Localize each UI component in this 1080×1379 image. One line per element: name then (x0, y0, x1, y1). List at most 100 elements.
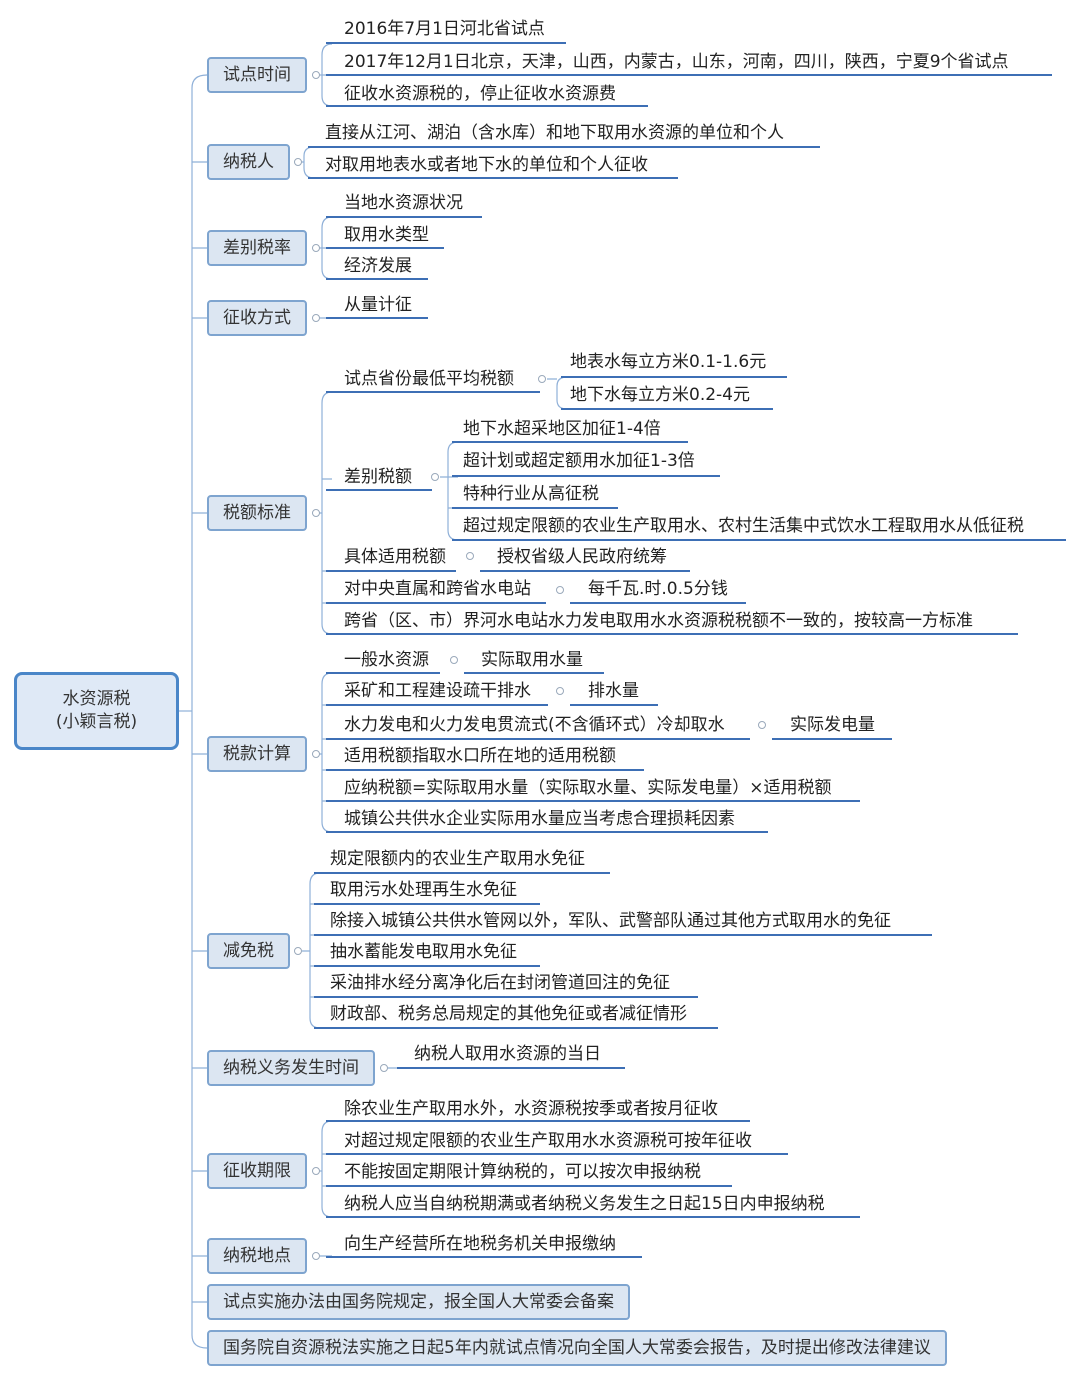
collapse-toggle-icon[interactable] (466, 552, 474, 560)
leaf-mining-value: 排水量 (588, 681, 639, 701)
leaf-calc-2: 应纳税额=实际取用水量（实际取水量、实际发电量）×适用税额 (344, 778, 832, 798)
leaf-underline (326, 278, 428, 280)
leaf-underline (452, 507, 618, 509)
branch-pilot-time[interactable]: 试点时间 (207, 57, 307, 93)
leaf-central-value: 每千瓦.时.0.5分钱 (588, 579, 728, 599)
collapse-toggle-icon[interactable] (312, 509, 320, 517)
collapse-toggle-icon[interactable] (312, 1167, 320, 1175)
leaf-underline (326, 1216, 860, 1218)
collapse-toggle-icon[interactable] (380, 1064, 388, 1072)
leaf-method-1: 从量计征 (344, 295, 412, 315)
leaf-underline (314, 996, 698, 998)
leaf-general-value: 实际取用水量 (481, 650, 583, 670)
leaf-underline (326, 317, 428, 319)
collapse-toggle-icon[interactable] (431, 473, 439, 481)
leaf-diff-1: 地下水超采地区加征1-4倍 (463, 419, 661, 439)
collapse-toggle-icon[interactable] (312, 750, 320, 758)
collapse-toggle-icon[interactable] (556, 687, 564, 695)
leaf-underline (326, 769, 644, 771)
leaf-rate-1: 当地水资源状况 (344, 193, 463, 213)
leaf-underline (326, 1120, 750, 1122)
collapse-toggle-icon[interactable] (294, 158, 302, 166)
leaf-underline (452, 475, 720, 477)
branch-obligation[interactable]: 纳税义务发生时间 (207, 1050, 375, 1086)
leaf-underline (326, 1153, 788, 1155)
leaf-underline (314, 965, 540, 967)
leaf-underline (326, 74, 1052, 76)
leaf-period-2: 对超过规定限额的农业生产取用水水资源税可按年征收 (344, 1131, 752, 1151)
leaf-underline (452, 441, 688, 443)
node-diff-amount: 差别税额 (344, 467, 412, 487)
leaf-diff-2: 超计划或超定额用水加征1-3倍 (463, 451, 695, 471)
leaf-calc-3: 城镇公共供水企业实际用水量应当考虑合理损耗因素 (344, 809, 735, 829)
leaf-underline (397, 1067, 625, 1069)
leaf-surface-water: 地表水每立方米0.1-1.6元 (570, 352, 767, 372)
leaf-underline (561, 408, 773, 410)
leaf-underline (326, 672, 440, 674)
branch-standard[interactable]: 税额标准 (207, 495, 307, 531)
branch-place[interactable]: 纳税地点 (207, 1238, 307, 1274)
leaf-underline (326, 602, 546, 604)
leaf-diff-3: 特种行业从高征税 (463, 484, 599, 504)
leaf-ground-water: 地下水每立方米0.2-4元 (570, 385, 750, 405)
leaf-pilot-1: 2016年7月1日河北省试点 (344, 19, 545, 39)
leaf-underline (326, 633, 1018, 635)
collapse-toggle-icon[interactable] (312, 314, 320, 322)
leaf-specific-value: 授权省级人民政府统筹 (497, 547, 667, 567)
leaf-exempt-1: 规定限额内的农业生产取用水免征 (330, 849, 585, 869)
leaf-underline (326, 391, 540, 393)
leaf-taxpayer-2: 对取用地表水或者地下水的单位和个人征收 (325, 155, 648, 175)
leaf-exempt-2: 取用污水处理再生水免征 (330, 880, 517, 900)
leaf-pilot-2: 2017年12月1日北京，天津，山西，内蒙古，山东，河南，四川，陕西，宁夏9个省… (344, 52, 1009, 72)
leaf-underline (326, 738, 750, 740)
branch-note-report[interactable]: 国务院自资源税法实施之日起5年内就试点情况向全国人大常委会报告，及时提出修改法律… (207, 1330, 947, 1366)
root-subtitle: (小颖言税) (55, 712, 138, 732)
leaf-underline (326, 704, 548, 706)
collapse-toggle-icon[interactable] (312, 1252, 320, 1260)
leaf-underline (326, 489, 432, 491)
branch-diff-rate[interactable]: 差别税率 (207, 230, 307, 266)
leaf-rate-2: 取用水类型 (344, 225, 429, 245)
leaf-diff-4: 超过规定限额的农业生产取用水、农村生活集中式饮水工程取用水从低征税 (463, 516, 1024, 536)
leaf-power-value: 实际发电量 (790, 715, 875, 735)
leaf-underline (464, 672, 604, 674)
leaf-calc-1: 适用税额指取水口所在地的适用税额 (344, 746, 616, 766)
collapse-toggle-icon[interactable] (556, 586, 564, 594)
leaf-underline (326, 105, 648, 107)
branch-note-filing[interactable]: 试点实施办法由国务院规定，报全国人大常委会备案 (207, 1284, 630, 1320)
collapse-toggle-icon[interactable] (312, 244, 320, 252)
leaf-underline (314, 1027, 718, 1029)
node-specific-rate: 具体适用税额 (344, 547, 446, 567)
leaf-underline (326, 800, 860, 802)
node-mining: 采矿和工程建设疏干排水 (344, 681, 531, 701)
branch-exempt[interactable]: 减免税 (207, 933, 290, 969)
leaf-period-1: 除农业生产取用水外，水资源税按季或者按月征收 (344, 1099, 718, 1119)
leaf-place-1: 向生产经营所在地税务机关申报缴纳 (344, 1234, 616, 1254)
branch-taxpayer[interactable]: 纳税人 (207, 144, 290, 180)
leaf-underline (326, 1185, 732, 1187)
leaf-rate-3: 经济发展 (344, 256, 412, 276)
leaf-cross-border: 跨省（区、市）界河水电站水力发电取用水水资源税税额不一致的，按较高一方标准 (344, 611, 973, 631)
leaf-underline (326, 247, 444, 249)
leaf-exempt-5: 采油排水经分离净化后在封闭管道回注的免征 (330, 973, 670, 993)
collapse-toggle-icon[interactable] (538, 375, 546, 383)
leaf-exempt-6: 财政部、税务总局规定的其他免征或者减征情形 (330, 1004, 687, 1024)
branch-period[interactable]: 征收期限 (207, 1153, 307, 1189)
collapse-toggle-icon[interactable] (758, 721, 766, 729)
leaf-pilot-3: 征收水资源税的，停止征收水资源费 (344, 84, 616, 104)
branch-calc[interactable]: 税款计算 (207, 736, 307, 772)
collapse-toggle-icon[interactable] (450, 656, 458, 664)
root-title: 水资源税 (62, 689, 131, 709)
leaf-underline (308, 146, 820, 148)
root-node[interactable]: 水资源税 (小颖言税) (14, 672, 179, 750)
leaf-obligation-1: 纳税人取用水资源的当日 (414, 1044, 601, 1064)
leaf-underline (326, 1256, 642, 1258)
node-pilot-min: 试点省份最低平均税额 (344, 369, 514, 389)
collapse-toggle-icon[interactable] (312, 71, 320, 79)
leaf-underline (314, 872, 610, 874)
leaf-taxpayer-1: 直接从江河、湖泊（含水库）和地下取用水资源的单位和个人 (325, 123, 784, 143)
collapse-toggle-icon[interactable] (294, 947, 302, 955)
leaf-underline (326, 570, 456, 572)
branch-method[interactable]: 征收方式 (207, 300, 307, 336)
